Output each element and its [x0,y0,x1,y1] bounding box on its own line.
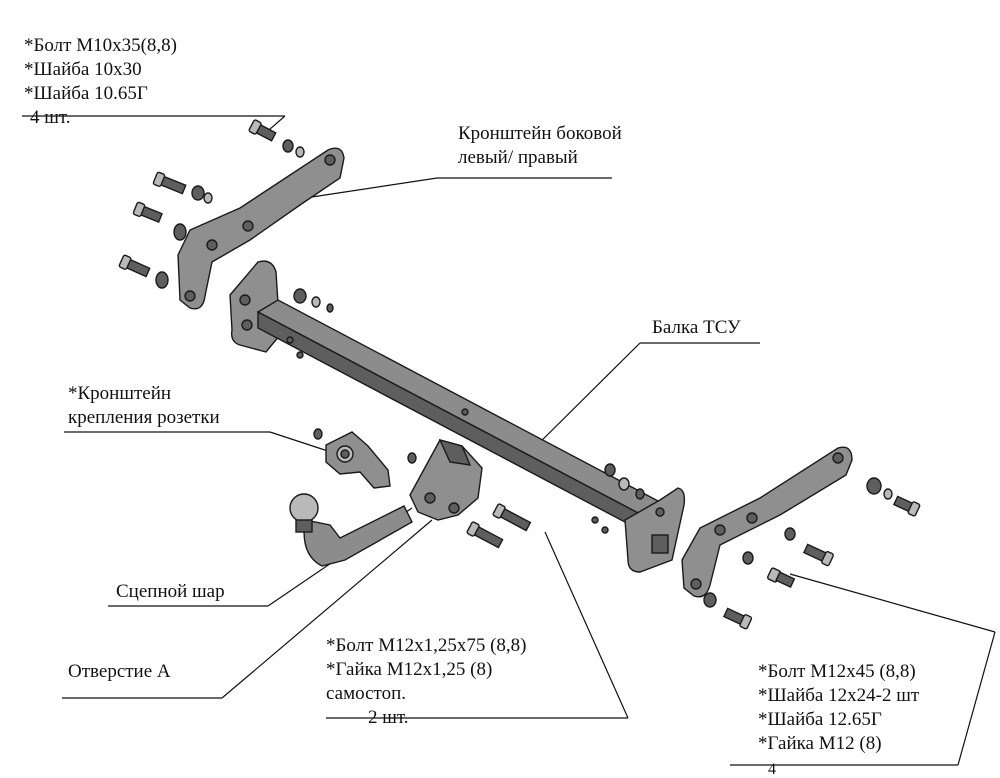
beam-label: Балка ТСУ [652,317,741,338]
side-bracket-line-1: Кронштейн боковой [458,123,622,144]
top-left-line-3: *Шайба 10.65Г [24,83,148,104]
top-left-line-1: *Болт М10х35(8,8) [24,35,177,56]
leader-lines [22,115,996,766]
side-bracket-label: Кронштейн боковой левый/ правый [458,122,622,170]
side-bracket-line-2: левый/ правый [458,147,578,168]
right-bolt-set [703,477,921,630]
socket-bracket-line-2: крепления розетки [68,407,220,428]
center-bolts-label: *Болт М12х1,25х75 (8,8) *Гайка М12х1,25 … [326,634,527,730]
top-left-qty: 4 шт. [30,107,71,128]
center-bolts-line-2: *Гайка М12х1,25 (8) [326,659,493,680]
socket-bracket-label: *Кронштейн крепления розетки [68,382,220,430]
right-side-bracket [681,446,853,598]
center-bolts-line-3: самостоп. [326,683,406,704]
center-bolts-leader [544,531,629,719]
tow-ball-label: Сцепной шар [116,581,225,602]
right-bolts-line-3: *Шайба 12.65Г [758,709,882,730]
top-left-line-2: *Шайба 10х30 [24,59,142,80]
right-bolts-qty: 4 [768,761,776,778]
right-bolts-line-1: *Болт М12х45 (8,8) [758,661,916,682]
left-bolt-set [118,119,305,289]
center-bolts-qty: 2 шт. [368,707,409,728]
right-fasteners-label: *Болт М12х45 (8,8) *Шайба 12х24-2 шт *Ша… [758,660,919,756]
right-bolts-line-2: *Шайба 12х24-2 шт [758,685,920,706]
top-left-fasteners-label: *Болт М10х35(8,8) *Шайба 10х30 *Шайба 10… [24,34,177,130]
right-bolts-leader-a [957,631,996,766]
right-plate-washers [604,463,645,500]
hole-a-label: Отверстие А [68,661,171,682]
socket-bracket [313,428,417,489]
socket-bracket-line-1: *Кронштейн [68,383,172,404]
center-bolts-line-1: *Болт М12х1,25х75 (8,8) [326,635,527,656]
tow-ball-part [289,493,413,567]
right-bolts-leader-b [789,573,996,633]
side-bracket-leader [291,177,438,201]
left-side-bracket [177,147,345,310]
right-bolts-line-4: *Гайка М12 (8) [758,733,882,754]
left-plate-washers [293,288,334,313]
hole-a-leader [221,519,433,699]
tow-beam [229,260,686,573]
center-bolt-set [466,503,532,549]
